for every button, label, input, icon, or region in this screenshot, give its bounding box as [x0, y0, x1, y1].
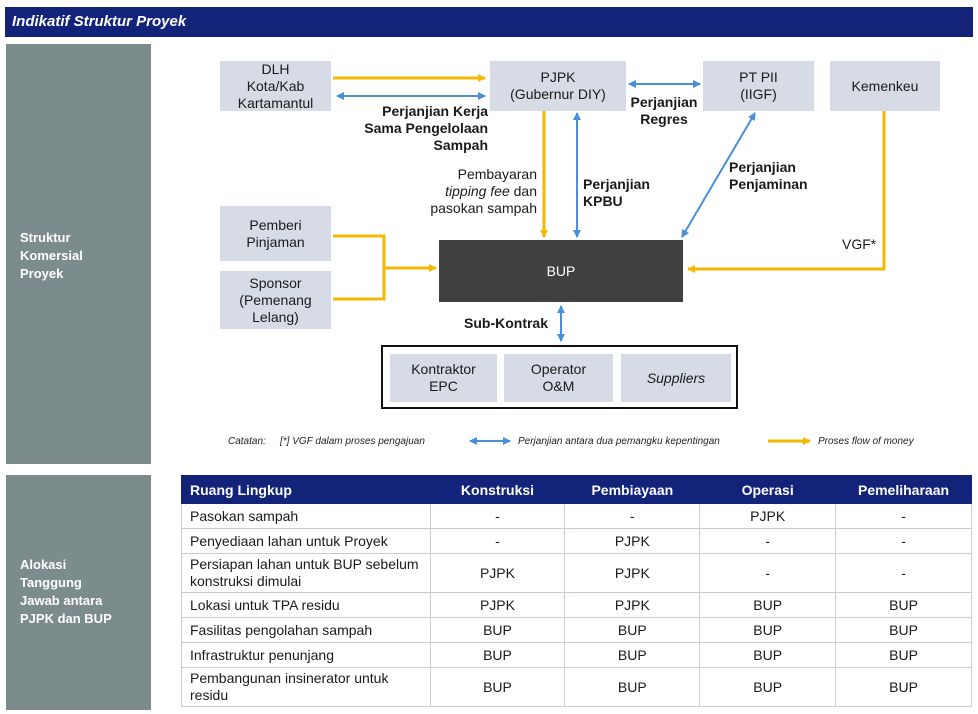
commercial-structure-panel: Struktur Komersial Proyek — [6, 44, 151, 464]
header-ruang-lingkup: Ruang Lingkup — [181, 475, 431, 504]
scope-cell: Fasilitas pengolahan sampah — [181, 617, 431, 643]
table-cell: BUP — [564, 617, 701, 643]
table-cell: PJPK — [429, 592, 566, 618]
scope-cell: Pasokan sampah — [181, 503, 431, 529]
header-title: Indikatif Struktur Proyek — [12, 13, 187, 30]
table-row: Pasokan sampah - - PJPK - — [181, 503, 972, 529]
money-flow-vgf — [687, 110, 886, 273]
entity-suppliers: Suppliers — [621, 354, 731, 402]
entity-ptpii: PT PII(IIGF) — [703, 61, 814, 111]
panel-line: PJPK dan BUP — [20, 611, 112, 626]
panel-line: Struktur — [20, 230, 71, 245]
table-cell: BUP — [564, 667, 701, 707]
table-cell: BUP — [835, 617, 972, 643]
table-cell: BUP — [699, 667, 837, 707]
table-cell: BUP — [429, 642, 566, 668]
diagram-arrows — [333, 74, 886, 445]
panel-line: Alokasi — [20, 557, 67, 572]
panel-line: Proyek — [20, 266, 64, 281]
header-pemeliharaan: Pemeliharaan — [835, 475, 972, 504]
table-cell: - — [835, 553, 972, 593]
header-konstruksi: Konstruksi — [429, 475, 566, 504]
table-row: Persiapan lahan untuk BUP sebelum konstr… — [181, 553, 972, 593]
table-cell: BUP — [564, 642, 701, 668]
table-cell: PJPK — [564, 528, 701, 554]
label-vgf: VGF* — [842, 236, 877, 252]
note-catatan-text: [*] VGF dalam proses pengajuan — [280, 436, 425, 447]
table-cell: BUP — [699, 617, 837, 643]
scope-cell: Pembangunan insinerator untuk residu — [181, 667, 431, 707]
label-sub-kontrak: Sub-Kontrak — [464, 315, 548, 331]
table-cell: - — [699, 528, 837, 554]
table-cell: BUP — [835, 667, 972, 707]
table-row: Lokasi untuk TPA residu PJPK PJPK BUP BU… — [181, 592, 972, 618]
header-operasi: Operasi — [699, 475, 837, 504]
entity-kemenkeu: Kemenkeu — [830, 61, 940, 111]
legend-blue-text: Perjanjian antara dua pemangku kepenting… — [518, 436, 720, 447]
panel-line: Jawab antara — [20, 593, 103, 608]
responsibility-allocation-panel: Alokasi Tanggung Jawab antara PJPK dan B… — [6, 475, 151, 710]
scope-cell: Penyediaan lahan untuk Proyek — [181, 528, 431, 554]
table-cell: BUP — [429, 617, 566, 643]
table-cell: BUP — [429, 667, 566, 707]
table-row: Penyediaan lahan untuk Proyek - PJPK - - — [181, 528, 972, 554]
table-header-row: Ruang Lingkup Konstruksi Pembiayaan Oper… — [181, 475, 972, 504]
header-pembiayaan: Pembiayaan — [564, 475, 701, 504]
table-row: Pembangunan insinerator untuk residu BUP… — [181, 667, 972, 707]
scope-cell: Infrastruktur penunjang — [181, 642, 431, 668]
table-row: Infrastruktur penunjang BUP BUP BUP BUP — [181, 642, 972, 668]
panel-line: Tanggung — [20, 575, 82, 590]
table-cell: - — [835, 528, 972, 554]
header-bar: Indikatif Struktur Proyek — [5, 7, 973, 37]
table-cell: - — [699, 553, 837, 593]
table-cell: BUP — [835, 642, 972, 668]
table-cell: PJPK — [429, 553, 566, 593]
table-cell: BUP — [699, 642, 837, 668]
table-cell: PJPK — [564, 553, 701, 593]
entity-pjpk: PJPK(Gubernur DIY) — [490, 61, 626, 111]
table-cell: - — [835, 503, 972, 529]
panel-line: Komersial — [20, 248, 83, 263]
money-flow-lenders-bup — [333, 234, 386, 301]
table-cell: BUP — [835, 592, 972, 618]
entity-bup: BUP — [439, 240, 683, 302]
scope-cell: Persiapan lahan untuk BUP sebelum konstr… — [181, 553, 431, 593]
table-cell: BUP — [699, 592, 837, 618]
scope-cell: Lokasi untuk TPA residu — [181, 592, 431, 618]
table-cell: - — [429, 528, 566, 554]
table-cell: PJPK — [564, 592, 701, 618]
allocation-table: Ruang Lingkup Konstruksi Pembiayaan Oper… — [181, 475, 972, 707]
table-cell: - — [564, 503, 701, 529]
table-row: Fasilitas pengolahan sampah BUP BUP BUP … — [181, 617, 972, 643]
table-cell: PJPK — [699, 503, 837, 529]
agreement-penjaminan — [681, 112, 756, 238]
table-cell: - — [429, 503, 566, 529]
legend-yellow-text: Proses flow of money — [818, 436, 914, 447]
note-catatan-label: Catatan: — [228, 436, 266, 447]
